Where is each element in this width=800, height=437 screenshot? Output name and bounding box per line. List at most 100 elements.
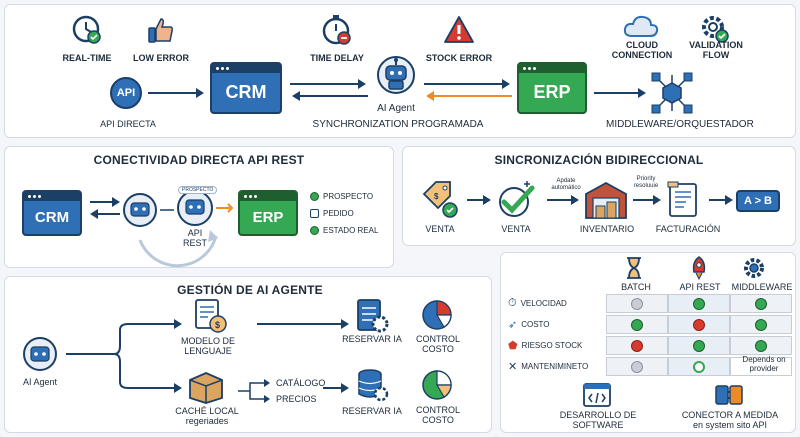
api-rest-label: API REST (182, 228, 207, 248)
arrow-sync-1 (467, 195, 491, 205)
price-tag-icon: $ (422, 181, 458, 218)
arrow-erp-to-middleware (594, 88, 646, 98)
check-dot-icon (310, 226, 319, 235)
control-label-1: CONTROL COSTO (415, 334, 460, 354)
ai-agent-label-top: AI Agent (377, 103, 415, 114)
document-icon (310, 209, 319, 218)
arrows-crm-agent (290, 79, 368, 101)
arrows-agent-erp (424, 79, 512, 101)
cloud-icon (623, 15, 659, 37)
cloud-connection-label: CLOUD CONNECTION (611, 40, 673, 60)
gear-check-icon (702, 16, 729, 43)
branch-arrows (66, 319, 182, 393)
arrow-sync-4 (709, 195, 733, 205)
venta-label-1: VENTA (425, 224, 455, 234)
cell-riesgo-batch (606, 336, 668, 355)
api-rest-cycle (123, 190, 234, 268)
pie-chart-icon-2 (422, 370, 452, 400)
api-badge: API (110, 77, 142, 109)
cell-mant-batch (606, 357, 668, 376)
reservar-label-1: RESERVAR IA (342, 334, 402, 344)
warning-icon (444, 16, 474, 43)
cache-label: CACHÉ LOCAL regeriades (175, 406, 239, 426)
low-error-label: LOW ERROR (133, 53, 189, 63)
facturacion-label: FACTURACIÓN (655, 224, 721, 234)
cell-riesgo-middleware (730, 336, 792, 355)
legend-prospecto: PROSPECTO (310, 192, 373, 201)
ai-agent-label-gestion: AI Agent (22, 377, 58, 387)
cell-costo-middleware (730, 315, 792, 334)
hourglass-icon (627, 257, 641, 279)
middleware-label: MIDDLEWARE/ORQUESTADOR (606, 119, 754, 130)
green-check-icon (631, 318, 643, 331)
green-check-icon (755, 318, 767, 331)
green-check-icon (693, 297, 705, 310)
robot-icon-gestion (23, 337, 57, 371)
realtime-label: REAL-TIME (62, 53, 112, 63)
rocket-icon (692, 256, 706, 281)
code-window-icon (583, 383, 611, 407)
agent-management-title: GESTIÓN DE AI AGENTE (177, 283, 323, 297)
pie-chart-icon-1 (422, 300, 452, 330)
arrows-cache-branch (238, 379, 270, 403)
cell-riesgo-api (668, 336, 730, 355)
green-check-icon (755, 297, 767, 310)
precios-label: PRECIOS (276, 394, 317, 404)
erp-box-conn: ERP (238, 190, 298, 236)
shield-alert-icon: ⬟ (508, 340, 518, 352)
validation-flow-label: VALIDATION FLOW (689, 40, 743, 60)
priority-note: Priority resoluuie (633, 176, 659, 189)
prospecto-tag: PROSPECTO (178, 186, 218, 194)
cell-mant-api (668, 357, 730, 376)
document-coin-icon: $ (195, 299, 227, 333)
svg-text:$: $ (434, 192, 439, 201)
apdate-note: Apdate automático (551, 178, 581, 191)
arrows-crm-api (90, 197, 120, 219)
box-icon (189, 372, 223, 404)
row-riesgo-stock: ⬟ RIESGO STOCK (508, 340, 583, 352)
red-x-icon (693, 318, 705, 331)
rocket-small-icon: ➶ (508, 319, 518, 331)
neutral-minus-icon (631, 360, 643, 373)
a-greater-b-badge: A > B (736, 190, 780, 212)
svg-text:$: $ (215, 320, 220, 330)
cell-velocidad-middleware (730, 294, 792, 313)
reservar-label-2: RESERVAR IA (342, 406, 402, 416)
cell-costo-batch (606, 315, 668, 334)
sync-title: SINCRONIZACIÓN BIDIRECCIONAL (494, 153, 704, 167)
green-refresh-icon (693, 360, 705, 373)
sync-label: SYNCHRONIZATION PROGRAMADA (312, 119, 484, 130)
inventario-label: INVENTARIO (579, 224, 635, 234)
cell-velocidad-batch (606, 294, 668, 313)
desarrollo-label: DESARROLLO DE SOFTWARE (559, 410, 637, 430)
row-velocidad: ⏱ VELOCIDAD (508, 297, 567, 309)
venta-label-2: VENTA (501, 224, 531, 234)
crm-box-top: CRM (210, 62, 282, 114)
warehouse-icon (585, 181, 627, 219)
catalogo-label: CATÁLOGO (276, 378, 326, 388)
green-dot-icon (310, 192, 319, 201)
arrow-precios-reservar (323, 383, 349, 393)
cell-costo-api (668, 315, 730, 334)
legend-pedido: PEDIDO (310, 209, 354, 218)
time-delay-label: TIME DELAY (310, 53, 364, 63)
control-label-2: CONTROL COSTO (415, 405, 460, 425)
cell-mant-middleware (730, 357, 792, 376)
depends-on-provider: Depends on provider (742, 355, 786, 373)
row-mantenimiento: ✕ MANTENIMINETO (508, 361, 589, 373)
modelo-label: MODELO DE LENGUAJE (180, 336, 235, 356)
stock-error-label: STOCK ERROR (425, 53, 493, 63)
server-gear-icon (357, 299, 389, 333)
settings-icon (744, 258, 764, 278)
speed-icon: ⏱ (508, 297, 517, 309)
legend-estado-real: ESTADO REAL (310, 226, 378, 235)
clock-check-icon (72, 15, 101, 44)
arrow-api-to-crm (148, 88, 204, 98)
tools-icon: ✕ (508, 361, 518, 373)
conector-label: CONECTOR A MEDIDA en system sito API (681, 410, 779, 430)
red-bars-icon (631, 339, 643, 352)
col-batch: BATCH (621, 282, 651, 292)
invoice-icon (667, 181, 697, 217)
row-costo: ➶ COSTO (508, 319, 550, 331)
arrow-sync-3 (633, 195, 661, 205)
